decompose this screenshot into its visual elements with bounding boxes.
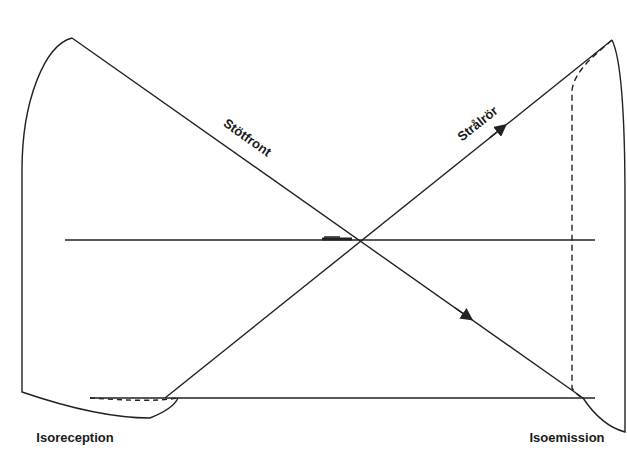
isoreception-cone <box>22 38 178 418</box>
arrowhead <box>490 128 502 138</box>
shock-front-label: Stötfront <box>219 115 275 160</box>
hidden-edge <box>90 398 178 400</box>
isoemission-label: Isoemission <box>529 431 604 444</box>
arrowhead <box>455 308 468 317</box>
hidden-edge <box>572 40 612 398</box>
jet-label: Strålrör <box>453 103 501 145</box>
axis-line <box>65 239 595 240</box>
isoreception-label: Isoreception <box>36 431 113 444</box>
projectile <box>322 237 352 239</box>
shock-front-line <box>72 38 583 398</box>
isoemission-cone <box>583 40 625 432</box>
jet-line <box>165 40 612 398</box>
